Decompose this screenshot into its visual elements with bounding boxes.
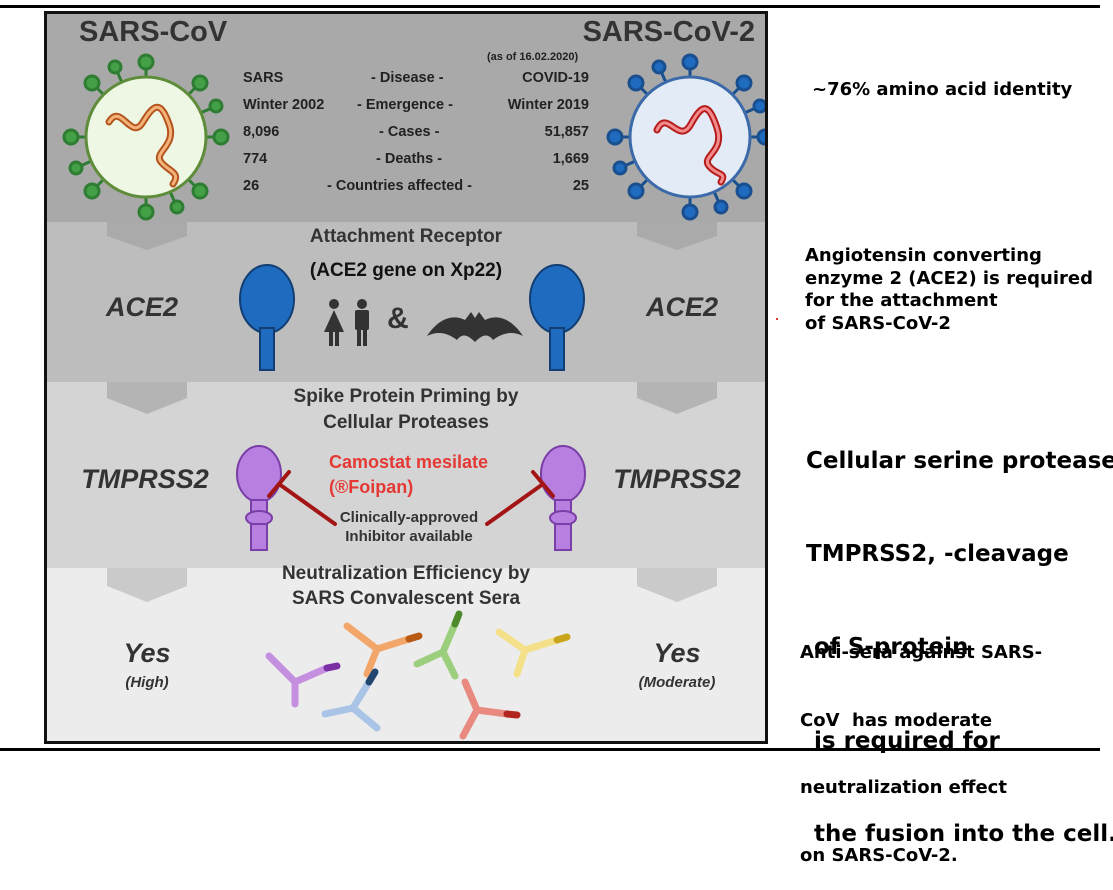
inhibitor-line-right [485, 482, 545, 526]
inhibitor-lines [267, 470, 555, 526]
antibody-orange [343, 622, 413, 678]
sars-cov-virion-icon [62, 53, 230, 221]
neutralization-title-line1: Neutralization Efficiency by [281, 563, 531, 584]
sars-cov-2-virion-icon [606, 53, 765, 221]
attachment-right-label: ACE2 [645, 292, 719, 322]
left-virus-name: SARS-CoV [79, 16, 228, 48]
ace2-receptor-right-icon [529, 264, 585, 371]
tmprss2-left-icon [236, 445, 282, 551]
antibody-violet [265, 652, 331, 708]
table-left-cases: 8,096 [243, 124, 280, 140]
table-left-disease: SARS [243, 70, 284, 86]
priming-band [47, 382, 765, 568]
arrow-left-2 [107, 382, 187, 414]
antibodies-icon [265, 610, 571, 740]
attachment-subtitle: (ACE2 gene on Xp22) [309, 260, 503, 281]
right-virus-name: SARS-CoV-2 [582, 16, 755, 48]
sera-note-line: CoV has moderate [800, 709, 993, 731]
priming-right-label: TMPRSS2 [613, 464, 741, 494]
table-left-countries: 26 [243, 178, 260, 194]
tmprss2-right-icon [540, 445, 586, 551]
sera-note-line: on SARS-CoV-2. [800, 844, 958, 866]
neutralization-right-answer: Yes [653, 638, 701, 668]
ace2-note-line: enzyme 2 (ACE2) is required [805, 267, 1094, 289]
table-label-emergence: - Emergence - [357, 97, 453, 113]
arrow-right-1 [637, 222, 717, 250]
antibody-yellow [495, 628, 561, 678]
date-note: (as of 16.02.2020) [487, 51, 579, 63]
neutralization-left-detail: (High) [125, 674, 169, 691]
table-label-deaths: - Deaths - [376, 151, 443, 167]
table-right-cases: 51,857 [544, 124, 589, 140]
sera-note-line: neutralization effect [800, 777, 1007, 798]
attachment-left-label: ACE2 [105, 292, 179, 322]
table-label-disease: - Disease - [371, 70, 444, 86]
table-label-countries: - Countries affected - [327, 178, 473, 194]
sera-note-line: Anti-sera against SARS- [800, 642, 1043, 663]
table-label-cases: - Cases - [379, 124, 440, 140]
table-left-deaths: 774 [243, 151, 268, 167]
tmprss2-note-line: Cellular serine protease, [806, 448, 1113, 475]
arrow-left-3 [107, 568, 187, 602]
antibody-green [413, 620, 459, 680]
approved-line2: Inhibitor available [345, 528, 473, 545]
table-left-emergence: Winter 2002 [243, 97, 325, 113]
ace2-note-line: Angiotensin converting [805, 245, 1042, 266]
sera-note: Anti-sera against SARS- CoV has moderate… [800, 597, 1042, 890]
approved-line1: Clinically-approved [339, 509, 479, 526]
inhibitor-bar-right [531, 470, 555, 498]
comparison-panel: SARS-CoV SARS-CoV-2 (as of 16.02.2020) [44, 11, 768, 744]
red-dot [776, 318, 778, 320]
table-right-countries: 25 [572, 178, 589, 194]
attachment-title: Attachment Receptor [309, 226, 503, 247]
neutralization-band [47, 568, 765, 741]
ace2-note: Angiotensin converting enzyme 2 (ACE2) i… [805, 245, 1093, 335]
drug-brand: (®Foipan) [329, 477, 414, 497]
human-pair-icon [324, 299, 369, 346]
neutralization-left-answer: Yes [123, 638, 171, 668]
flow-arrows [107, 222, 717, 602]
tmprss2-note-line: TMPRSS2, -cleavage [806, 541, 1069, 568]
arrow-right-2 [637, 382, 717, 414]
inhibitor-line-left [277, 482, 337, 526]
arrow-right-3 [637, 568, 717, 602]
tmprss2-note-line: of S-protein [806, 634, 969, 661]
bottom-rule [0, 748, 1100, 751]
priming-title-line2: Cellular Proteases [323, 412, 489, 433]
neutralization-title-line2: SARS Convalescent Sera [291, 588, 521, 609]
ace2-note-line: of SARS-CoV-2 [805, 312, 951, 334]
priming-title-line1: Spike Protein Priming by [293, 386, 519, 407]
inhibitor-bar-left [267, 470, 291, 498]
priming-left-label: TMPRSS2 [81, 464, 209, 494]
ace2-note-line: for the attachment [805, 290, 998, 311]
drug-name: Camostat mesilate [329, 452, 489, 472]
tmprss2-note-line: is required for [806, 727, 1000, 754]
antibody-red [459, 678, 511, 740]
top-rule [0, 5, 1100, 8]
antibody-blue [321, 678, 381, 732]
bat-icon [427, 312, 523, 342]
ace2-receptor-left-icon [239, 264, 295, 371]
neutralization-right-detail: (Moderate) [638, 674, 716, 691]
table-right-deaths: 1,669 [552, 151, 589, 167]
table-right-emergence: Winter 2019 [507, 97, 589, 113]
arrow-left-1 [107, 222, 187, 250]
ampersand: & [387, 302, 409, 335]
table-right-disease: COVID-19 [522, 70, 589, 86]
identity-note: ~76% amino acid identity [812, 79, 1073, 100]
attachment-band [47, 222, 765, 382]
